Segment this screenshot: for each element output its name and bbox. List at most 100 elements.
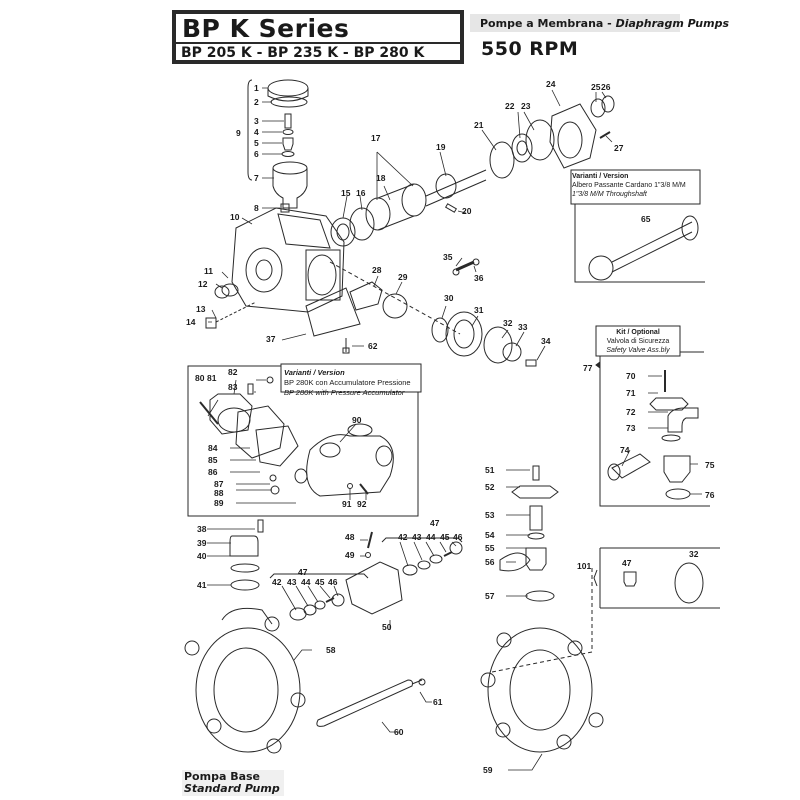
- kit-line1: Valvola di Sicurezza: [606, 338, 670, 345]
- part-label-14: 14: [186, 317, 196, 327]
- part-19-cam: [435, 173, 457, 199]
- kit-101-frame: [599, 547, 720, 609]
- variant-accumulator-heading: Varianti / Version: [284, 368, 345, 377]
- part-label-46: 46: [453, 532, 463, 542]
- part-label-34: 34: [541, 336, 551, 346]
- subtitle-english: Diaphragm Pumps: [615, 17, 730, 30]
- part-label-65: 65: [641, 214, 651, 224]
- part-90-port-a: [319, 442, 341, 458]
- shaft-assembly: [330, 95, 615, 247]
- variant-shaft-line1: Albero Passante Cardano 1"3/8 M/M: [572, 182, 686, 189]
- body-side-bore: [255, 259, 273, 281]
- variant-accumulator-box: [187, 363, 422, 517]
- part-label-25: 25: [591, 82, 601, 92]
- part-label-88: 88: [214, 488, 224, 498]
- part-label-11: 11: [204, 266, 213, 276]
- part-59-boss-c: [480, 672, 496, 688]
- part-label-47: 47: [430, 518, 440, 528]
- part-65-coupling: [588, 255, 614, 281]
- part-11-seal: [221, 283, 239, 297]
- part-label-8: 8: [254, 203, 259, 213]
- part-label-91: 91: [342, 499, 352, 509]
- part-90-manifold: [306, 434, 394, 497]
- series-title: BP K Series: [182, 14, 350, 43]
- part-59-boss-f: [556, 734, 572, 750]
- part-58-boss-c: [290, 692, 306, 708]
- kit-frame: [599, 351, 710, 507]
- part-label-42: 42: [272, 577, 282, 587]
- part-label-72: 72: [626, 407, 636, 417]
- part-label-92: 92: [357, 499, 367, 509]
- kit-safety-valve-label: Kit / Optional Valvola di Sicurezza Safe…: [597, 328, 679, 355]
- header-divider: [176, 42, 460, 44]
- part-36-clip-b: [472, 258, 480, 266]
- part-38-screw: [257, 519, 264, 533]
- part-label-46: 46: [328, 577, 338, 587]
- footer-line2: Standard Pump: [184, 782, 280, 795]
- part-35-pin: [455, 260, 475, 272]
- part-49-washer: [365, 552, 371, 558]
- part-label-32: 32: [689, 549, 699, 559]
- part-label-76: 76: [705, 490, 715, 500]
- part-label-45: 45: [315, 577, 325, 587]
- part-24-flange: [549, 103, 597, 169]
- part-20-key: [444, 203, 458, 213]
- part-87-nut: [269, 474, 277, 482]
- part-22-bearing: [511, 133, 533, 163]
- part-48-screw: [367, 531, 373, 549]
- part-label-57: 57: [485, 591, 495, 601]
- part-58-bore: [213, 647, 279, 733]
- kit-arrow-icon: [595, 361, 601, 369]
- part-label-75: 75: [705, 460, 715, 470]
- part-label-51: 51: [485, 465, 495, 475]
- part-label-55: 55: [485, 543, 495, 553]
- part-label-42: 42: [398, 532, 408, 542]
- part-label-5: 5: [254, 138, 259, 148]
- part-54-oring: [527, 532, 545, 540]
- part-58-boss-d: [206, 718, 222, 734]
- part-65-shaft: [611, 221, 693, 273]
- leader-lines: [207, 87, 702, 771]
- lower-left-assembly: [184, 519, 463, 754]
- part-34-screw: [525, 359, 537, 367]
- subtitle-band: [470, 14, 680, 32]
- part-label-13: 13: [196, 304, 206, 314]
- part-label-4: 4: [254, 127, 259, 137]
- part-label-18: 18: [376, 173, 386, 183]
- part-84-oring: [217, 407, 251, 433]
- part-1-cap-body: [267, 88, 309, 102]
- part-30-oring: [431, 317, 449, 343]
- part-label-16: 16: [356, 188, 366, 198]
- kit-heading: Kit / Optional: [616, 329, 660, 336]
- part-label-61: 61: [433, 697, 443, 707]
- part-21-washer: [489, 141, 515, 179]
- part-label-27: 27: [614, 143, 624, 153]
- part-label-82: 82: [228, 367, 238, 377]
- bracket-9: [247, 79, 253, 181]
- part-85-body: [235, 405, 285, 459]
- part-label-56: 56: [485, 557, 495, 567]
- footer-label: Pompa Base Standard Pump: [182, 770, 284, 796]
- part-label-62: 62: [368, 341, 378, 351]
- part-24-flange-bore: [557, 121, 583, 159]
- part-label-71: 71: [626, 388, 636, 398]
- part-label-15: 15: [341, 188, 351, 198]
- part-43-seal-b: [417, 560, 431, 570]
- rpm-label: 550 RPM: [481, 38, 579, 60]
- part-label-60: 60: [394, 727, 404, 737]
- variant-shaft-label-frame: [570, 169, 701, 205]
- part-53-nipple: [529, 505, 543, 531]
- part-73-oring: [661, 434, 681, 442]
- part-label-43: 43: [412, 532, 422, 542]
- part-label-20: 20: [462, 206, 472, 216]
- part-label-59: 59: [483, 765, 493, 775]
- part-label-47: 47: [298, 567, 308, 577]
- part-31-cylinder-bore: [453, 319, 475, 349]
- part-25-seal: [590, 98, 606, 118]
- part-43-seal: [303, 604, 317, 616]
- part-92-screw: [359, 483, 369, 495]
- part-label-47: 47: [622, 558, 632, 568]
- subtitle-separator: -: [603, 17, 616, 30]
- variant-accumulator-label-frame: [280, 363, 422, 393]
